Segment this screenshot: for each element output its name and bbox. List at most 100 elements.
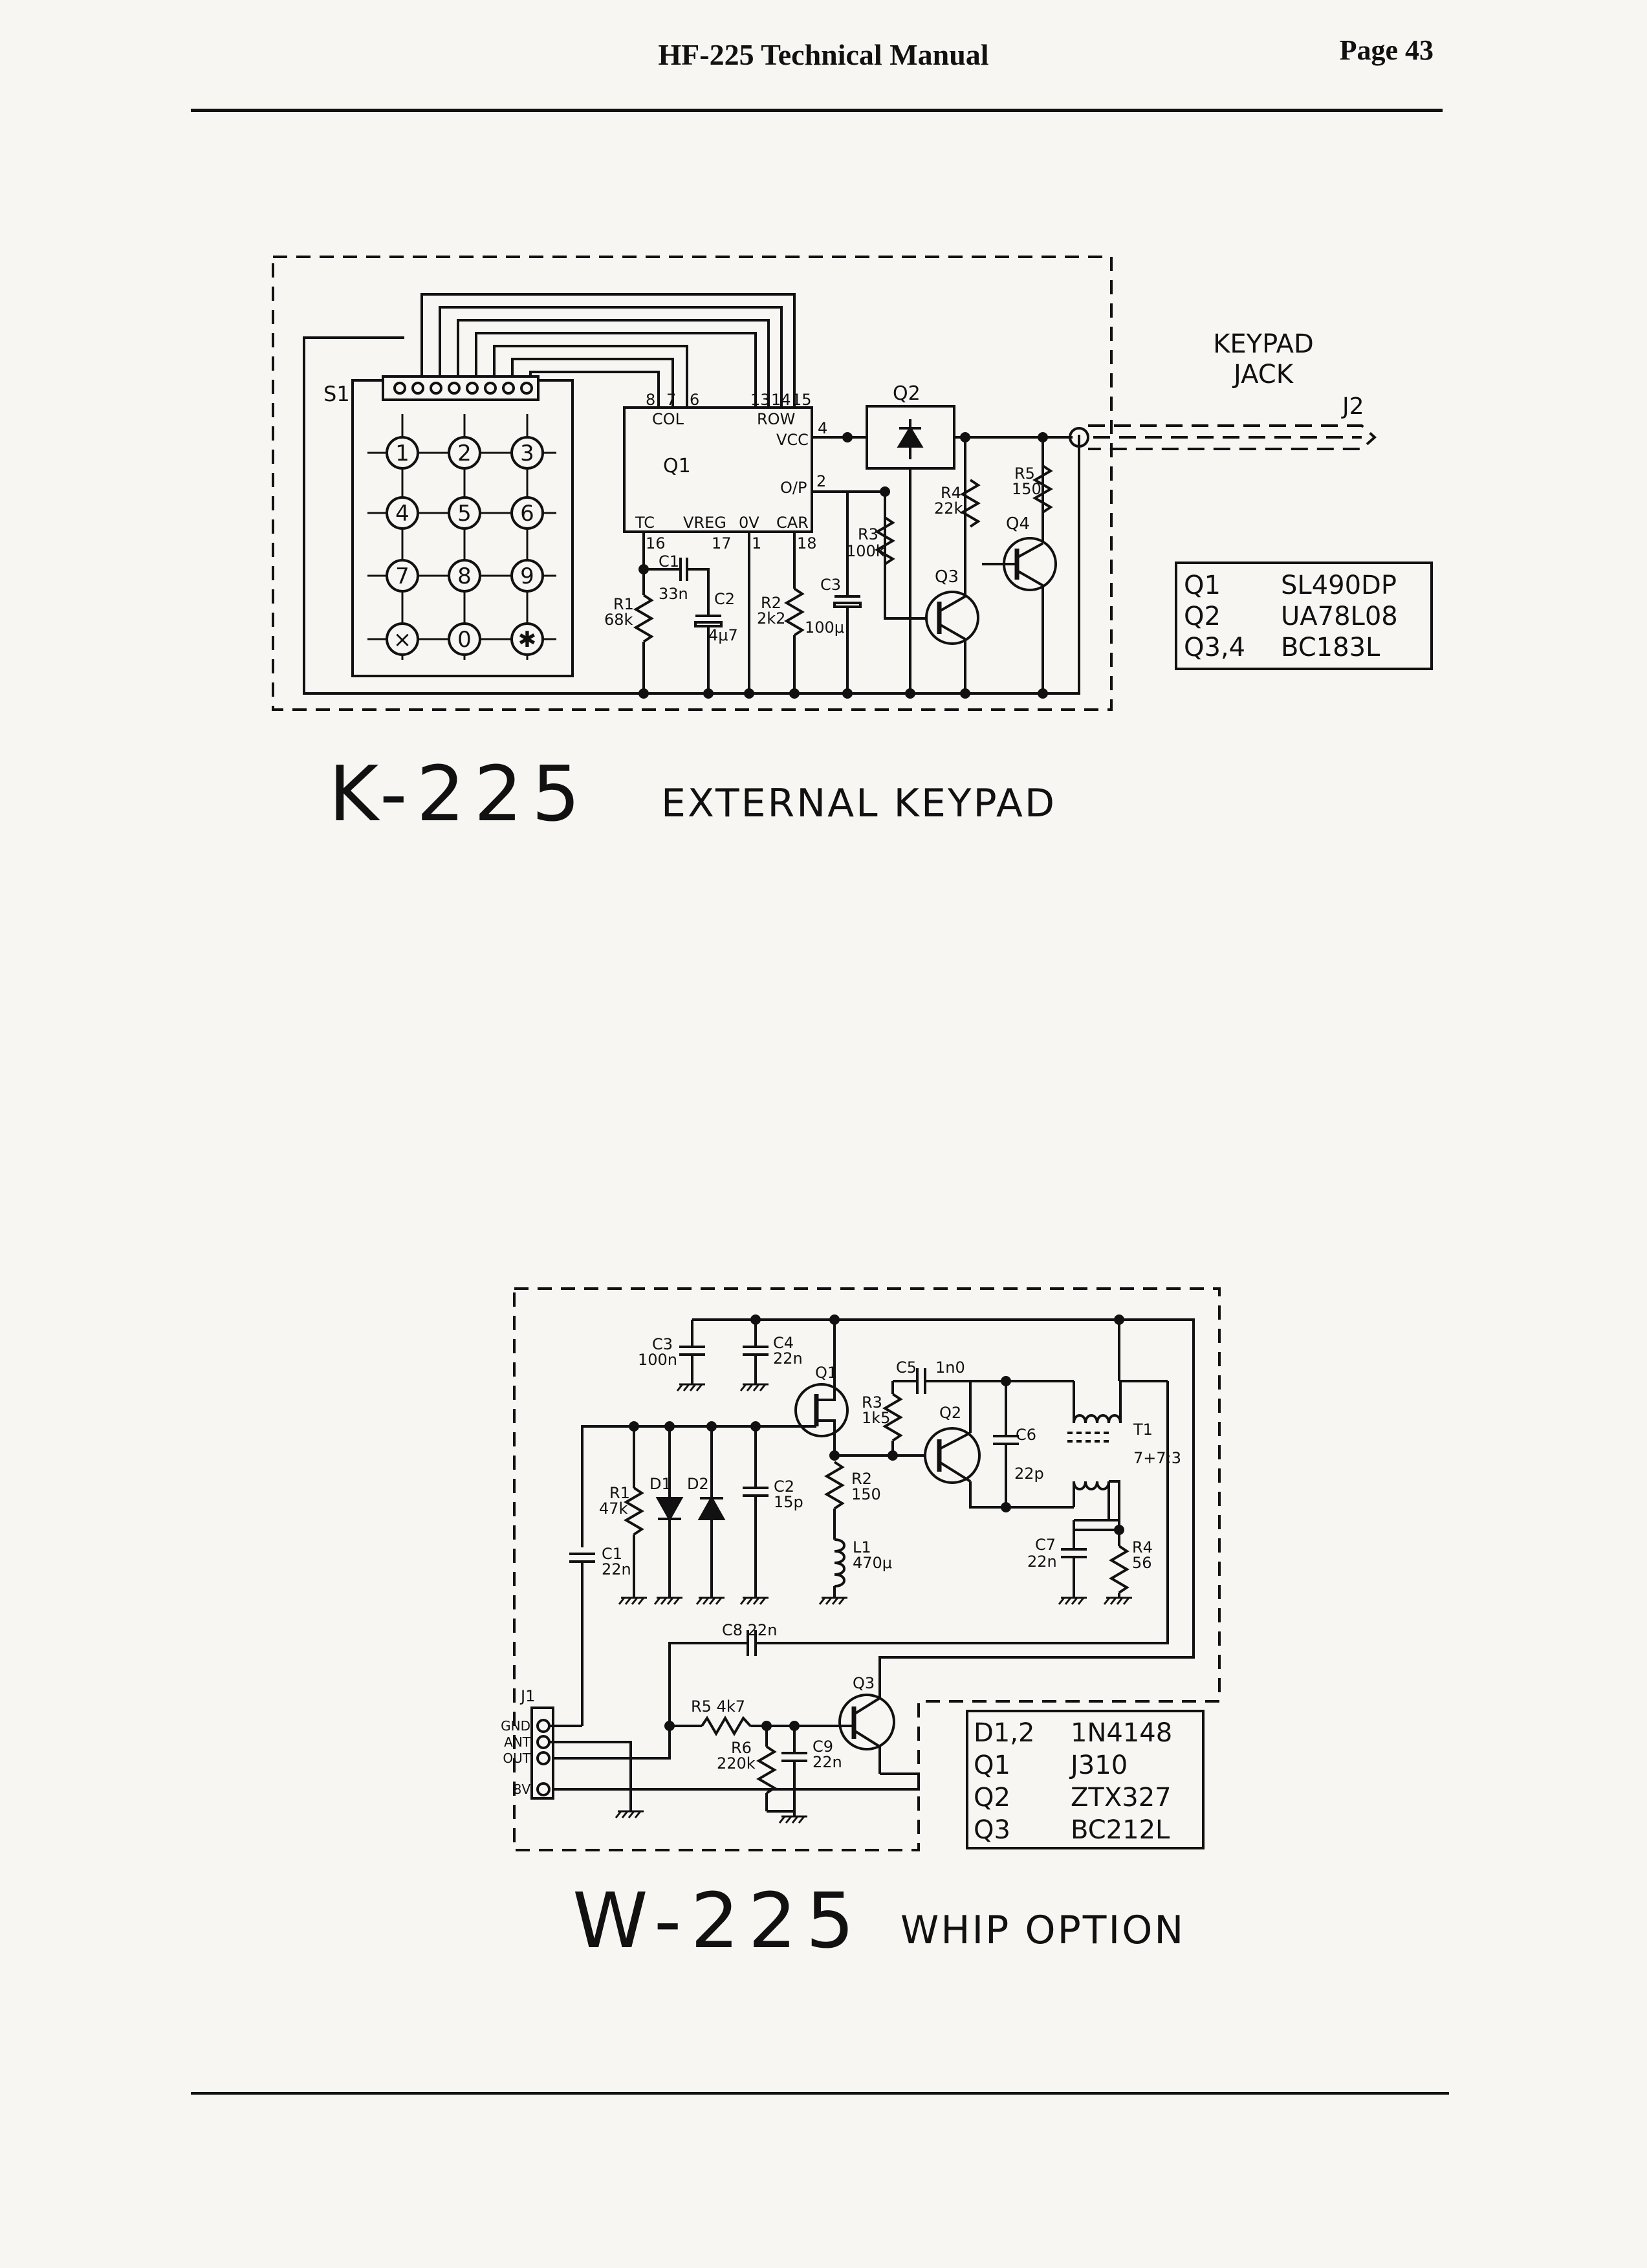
k225-q3-label: Q3 <box>935 567 959 587</box>
k225-part-val-2: UA78L08 <box>1281 602 1398 631</box>
key-label-3: 3 <box>520 441 534 466</box>
w225-part-ref-4: Q3 <box>974 1815 1010 1845</box>
ic-pin2: 2 <box>816 472 826 490</box>
key-3 <box>510 436 544 470</box>
w225-ground-symbols <box>615 1383 1132 1824</box>
k225-part-val-3: BC183L <box>1281 633 1380 662</box>
w225-c8-line <box>553 1381 1169 1760</box>
k225-r2-name: R2 <box>761 594 781 612</box>
page-header-title: HF-225 Technical Manual <box>658 38 989 71</box>
w225-connector-j1 <box>530 1706 554 1800</box>
w225-8v-line <box>553 1772 920 1791</box>
ic-pin4: 4 <box>818 419 827 437</box>
w225-part-ref-1: D1,2 <box>974 1718 1034 1748</box>
ic-pin6: 6 <box>690 391 699 409</box>
k225-jack-label-1: KEYPAD <box>1213 329 1314 359</box>
w225-part-val-4: BC212L <box>1071 1815 1170 1845</box>
k225-c1-name: C1 <box>659 552 679 571</box>
w225-c7-val: 22n <box>1027 1553 1057 1571</box>
key-1 <box>386 436 419 470</box>
w225-title-text: WHIP OPTION <box>900 1908 1185 1953</box>
q4-emitter-lead <box>1016 569 1043 587</box>
header-rule <box>191 109 1443 112</box>
k225-ic-q1-body <box>623 406 813 533</box>
w225-r6-val: 220k <box>717 1754 756 1772</box>
k225-r3-resistor <box>875 516 895 565</box>
w225-c8-label: C8 22n <box>722 1621 777 1639</box>
w225-c9-val: 22n <box>813 1753 842 1771</box>
k225-c3-val: 100μ <box>805 618 844 637</box>
w225-conn-gnd: GND <box>501 1718 530 1734</box>
w225-d1-diode <box>655 1497 684 1522</box>
jack-plug-outline <box>1088 424 1377 450</box>
ic-pin16: 16 <box>646 534 666 552</box>
w225-l1-val: 470μ <box>853 1554 892 1572</box>
key-5 <box>448 496 481 530</box>
w225-r5-resistor <box>701 1716 752 1736</box>
w225-r6-name: R6 <box>731 1739 752 1757</box>
q2-collector-lead <box>939 1432 971 1450</box>
j1-pins <box>536 1719 551 1796</box>
w225-q2-label: Q2 <box>939 1404 961 1422</box>
w225-part-val-1: 1N4148 <box>1071 1718 1172 1748</box>
k225-r5-resistor <box>1032 464 1053 514</box>
w225-c4-val: 22n <box>773 1349 803 1368</box>
w225-t1-val: 7+7:3 <box>1133 1449 1181 1467</box>
key-label-6: 6 <box>520 501 534 527</box>
w225-part-ref-2: Q1 <box>974 1750 1010 1780</box>
w225-conn-8v: 8V <box>514 1782 531 1797</box>
key-4 <box>386 496 419 530</box>
regulator-zener-symbol <box>897 419 924 459</box>
t1-out-wire <box>1074 1519 1120 1530</box>
key-star <box>386 622 419 656</box>
k225-ic-name: Q1 <box>663 455 691 477</box>
w225-q1-label: Q1 <box>815 1364 837 1382</box>
w225-junction-dots <box>629 1314 1124 1731</box>
q3-emitter-lead <box>939 623 966 640</box>
k225-q4-label: Q4 <box>1006 514 1030 534</box>
footer-rule <box>191 2092 1449 2095</box>
w225-c7-name: C7 <box>1035 1536 1056 1554</box>
w225-c5-name: C5 <box>896 1358 917 1377</box>
key-label-4: 4 <box>395 501 409 527</box>
tc-wire <box>642 532 710 616</box>
q2-emitter-lead <box>938 1461 972 1483</box>
w225-schematic <box>513 1287 1221 1851</box>
w225-c1-val: 22n <box>602 1560 631 1578</box>
w225-r2-resistor <box>824 1461 845 1510</box>
w225-r1-val: 47k <box>599 1499 628 1518</box>
w225-q1-fet <box>794 1383 849 1437</box>
k225-j2-label: J2 <box>1341 393 1364 420</box>
key-label-9: 9 <box>520 563 534 589</box>
k225-enclosure-border <box>272 256 1113 711</box>
key-label-7: 7 <box>395 563 409 589</box>
w225-component-labels: C3 100n C4 22n Q1 C5 1n0 R3 1k5 Q2 C6 22… <box>519 1334 1181 1772</box>
key-0 <box>448 622 481 656</box>
w225-c3-name: C3 <box>652 1335 673 1353</box>
w225-d2-label: D2 <box>687 1475 709 1493</box>
k225-r1-resistor <box>633 594 654 643</box>
key-label-8: 8 <box>457 563 472 589</box>
ic-pin1: 1 <box>752 534 761 552</box>
k225-q2-label: Q2 <box>893 382 921 405</box>
k225-component-labels: C1 33n C2 4μ7 C3 100μ R1 68k R2 2k2 R3 1… <box>604 464 1042 644</box>
k225-c1-val: 33n <box>659 585 688 603</box>
j1-wires <box>549 1725 632 1811</box>
w225-r1-name: R1 <box>609 1484 630 1502</box>
k225-r2-resistor <box>784 587 805 637</box>
w225-parts-table-border <box>966 1710 1205 1849</box>
key-label-2: 2 <box>457 441 472 466</box>
k225-title-text: EXTERNAL KEYPAD <box>661 781 1056 826</box>
w225-c4-name: C4 <box>773 1334 794 1352</box>
k225-ic-labels: 8 7 6 13 14 15 COL ROW VCC 4 O/P 2 TC VR… <box>635 391 827 552</box>
k225-c2-name: C2 <box>714 590 735 608</box>
w225-r5-label: R5 4k7 <box>691 1697 745 1716</box>
w225-conn-ant: ANT <box>504 1734 531 1750</box>
ic-pin18: 18 <box>797 534 817 552</box>
ic-0v-label: 0V <box>739 514 759 532</box>
key-7 <box>386 559 419 593</box>
w225-r1-resistor <box>624 1487 644 1536</box>
w225-part-val-2: J310 <box>1069 1750 1128 1780</box>
ic-op-label: O/P <box>780 479 807 497</box>
